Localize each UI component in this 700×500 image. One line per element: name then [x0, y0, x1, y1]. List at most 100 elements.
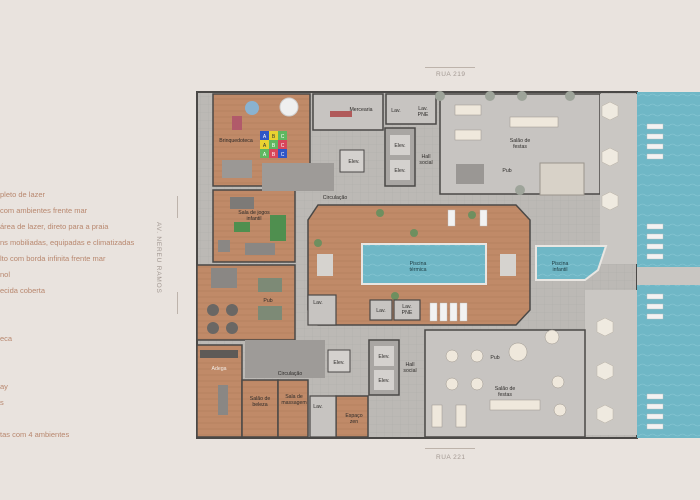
pub-sofa-icon — [258, 306, 282, 320]
room-labels: Brinquedoteca Mercearia Lav.PNE Lav. Ele… — [211, 106, 568, 425]
pub-sofa-icon — [258, 278, 282, 292]
lounge-rug-icon — [539, 162, 585, 196]
pub-stool-icon — [207, 304, 219, 316]
street-line-west — [177, 292, 178, 314]
pool-table-icon — [270, 215, 286, 241]
label-lav-mid: Lav. — [313, 300, 322, 306]
street-line-south — [425, 448, 475, 449]
circulation-top — [262, 163, 334, 191]
elevator-icon — [374, 346, 394, 366]
room-lav-mid2 — [369, 299, 393, 321]
toy-block-label: B — [272, 134, 276, 140]
toy-block-label: C — [281, 152, 285, 158]
arcade-icon — [218, 240, 230, 252]
elevator-icon — [339, 149, 365, 173]
pub-stool-icon — [207, 322, 219, 334]
infinity-pool-north — [637, 92, 700, 267]
label-elev: Elev. — [378, 378, 389, 384]
wine-rack-icon — [200, 350, 238, 358]
plant-icons — [435, 91, 575, 195]
ping-pong-icon — [234, 222, 250, 232]
legend-item: ay — [0, 382, 8, 391]
label-circulacao-top: Circulação — [323, 195, 348, 201]
label-lav-pne-top: Lav.PNE — [418, 106, 429, 118]
label-brinquedoteca: Brinquedoteca — [219, 138, 253, 144]
label-pub-left: Pub — [263, 298, 272, 304]
toy-house-icon — [232, 116, 242, 130]
legend-item: tas com 4 ambientes — [0, 430, 70, 439]
label-lav-pne-mid: Lav.PNE — [402, 304, 413, 316]
legend-item: lto com borda infinita frente mar — [0, 254, 106, 263]
toy-ball-pool-icon — [279, 97, 299, 117]
room-lav-mid — [307, 294, 337, 326]
label-pub-top: Pub — [502, 168, 511, 174]
elevator-icon — [374, 370, 394, 390]
label-elev: Elev. — [394, 168, 405, 174]
label-adega: Adega — [211, 366, 226, 372]
street-line-north — [425, 67, 475, 68]
label-lav-bottom: Lav. — [313, 404, 322, 410]
umbrella-icons — [596, 101, 619, 424]
piscina-infantil — [535, 245, 608, 281]
dining-tables — [454, 104, 559, 141]
legend-item: ns mobiliadas, equipadas e climatizadas — [0, 238, 135, 247]
label-lav-mid2: Lav. — [376, 308, 385, 314]
sun-loungers — [429, 209, 488, 322]
sun-loungers — [646, 123, 664, 430]
plant-icons — [314, 209, 476, 300]
toy-slide-icon — [245, 101, 259, 115]
piscina-termica — [361, 243, 487, 285]
legend-item: com ambientes frente mar — [0, 206, 88, 215]
game-table-icon — [230, 197, 254, 209]
pub-stool-icon — [226, 304, 238, 316]
elevator-icon — [327, 349, 351, 373]
room-sala-massagem — [277, 379, 309, 438]
label-elev: Elev. — [394, 143, 405, 149]
label-lav-top: Lav. — [391, 108, 400, 114]
street-label-south: RUA 221 — [436, 454, 466, 461]
room-lav-top — [385, 93, 437, 125]
label-circulacao-bottom: Circulação — [278, 371, 303, 377]
room-lav-pne-mid — [393, 299, 421, 321]
jacuzzi-icon — [500, 254, 516, 276]
adega-table-icon — [218, 385, 228, 415]
pool-divider — [637, 267, 700, 285]
legend-item: ecida coberta — [0, 286, 46, 295]
sofa-icon — [245, 243, 275, 255]
shelf-icon — [330, 111, 352, 117]
legend-item: área de lazer, direto para a praia — [0, 222, 109, 231]
room-lav-bottom — [309, 395, 337, 438]
toy-block-label: A — [263, 152, 267, 158]
street-line-west — [177, 196, 178, 218]
toy-block-label: C — [281, 134, 285, 140]
street-label-north: RUA 219 — [436, 71, 466, 78]
legend-item: eca — [0, 334, 13, 343]
toy-block-label: B — [272, 143, 276, 149]
legend: pleto de lazer com ambientes frente mar … — [0, 0, 180, 500]
pub-table-icon — [211, 268, 237, 288]
label-elev: Elev. — [333, 360, 344, 366]
elevator-icon — [390, 135, 410, 155]
toy-block-label: A — [263, 134, 267, 140]
label-elev: Elev. — [348, 159, 359, 165]
toy-block-label: B — [272, 152, 276, 158]
jacuzzi-icon — [317, 254, 333, 276]
pub-stool-icon — [226, 322, 238, 334]
deck-north — [600, 94, 637, 264]
toy-table-icon — [222, 160, 252, 178]
room-salao-beleza — [241, 379, 279, 438]
toy-block-label: A — [263, 143, 267, 149]
toy-block-label: C — [281, 143, 285, 149]
label-elev: Elev. — [378, 354, 389, 360]
infinity-pool-south — [637, 285, 700, 438]
